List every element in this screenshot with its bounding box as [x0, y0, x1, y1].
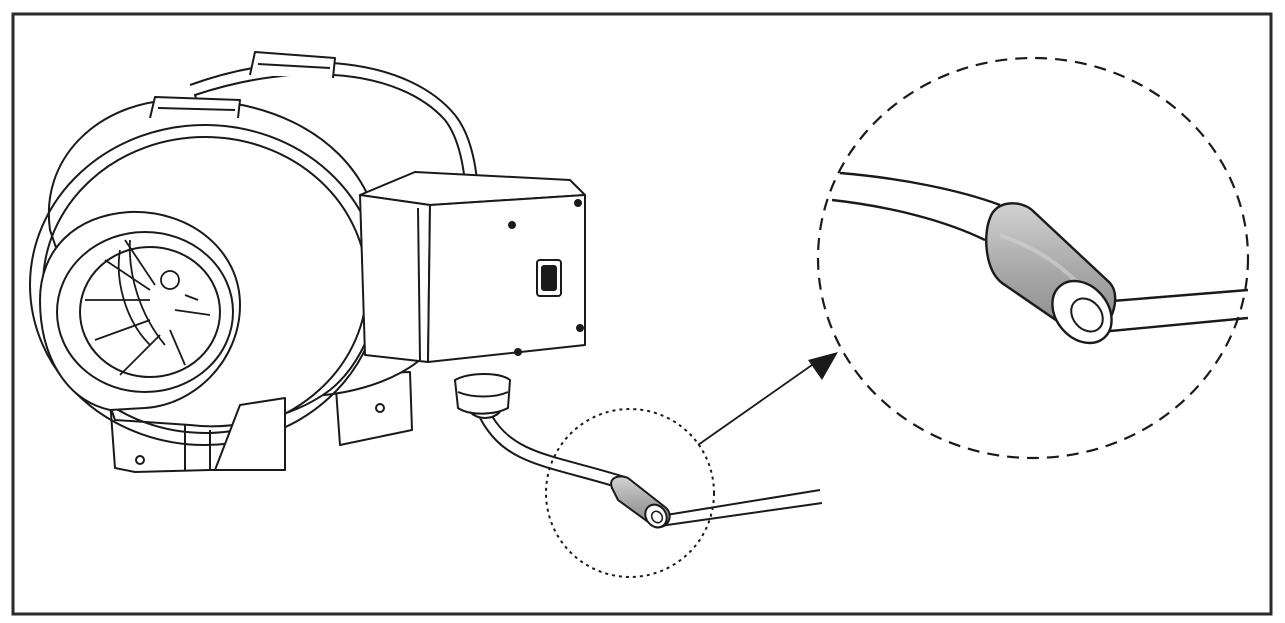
detail-ferrite-core [985, 202, 1117, 345]
impeller [85, 239, 211, 376]
terminal-box-front [427, 194, 586, 363]
detail-cable [831, 171, 1249, 334]
detail-callout-large [816, 56, 1250, 460]
pointer-arrow [697, 352, 838, 446]
front-shroud [214, 397, 286, 471]
housing-clamp-front [149, 96, 241, 119]
terminal-box [359, 171, 586, 363]
cable-gland [453, 373, 512, 419]
detail-callout-small [545, 408, 715, 578]
power-cable [479, 415, 823, 527]
housing-clamp-rear [249, 51, 336, 79]
ferrite-core [610, 475, 671, 529]
